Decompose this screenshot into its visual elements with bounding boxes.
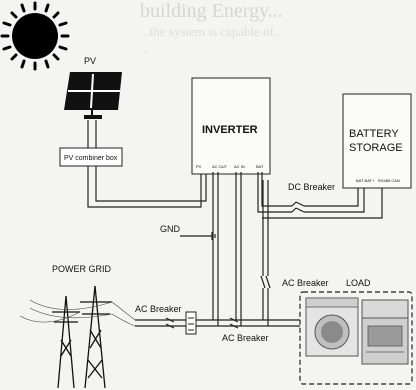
pv-combiner-label: PV combiner box — [64, 155, 118, 162]
pv-label: PV — [84, 56, 96, 66]
grid-meter-box — [185, 311, 197, 335]
ac-breaker-grid-switch — [165, 317, 175, 329]
inverter-port-ac-out: AC OUT — [212, 164, 228, 169]
ac-wiring — [135, 172, 300, 327]
inverter-port-ac-in: AC IN — [234, 164, 245, 169]
pv-combiner-box — [59, 147, 123, 167]
battery-box — [342, 93, 412, 189]
battery-port-comm: RS485 CAN — [378, 178, 400, 183]
inverter-box — [191, 77, 271, 175]
inverter-ports: PV AC OUT AC IN BAT — [196, 164, 264, 169]
background-title: building Energy... — [140, 0, 283, 22]
sun-icon — [0, 1, 70, 71]
ac-breaker-load-switch — [260, 275, 271, 289]
power-tower-icon — [52, 285, 112, 389]
background-line: ...the system is capable of... — [140, 24, 284, 39]
pv-wiring — [87, 120, 207, 208]
load-area — [299, 291, 413, 385]
washing-machine-icon — [305, 297, 359, 357]
solar-panel-icon — [64, 72, 122, 119]
battery-port-bat: BAT BAT+ — [356, 178, 375, 183]
inverter-port-pv: PV — [196, 164, 202, 169]
background-text: building Energy... ...the system is capa… — [140, 0, 416, 250]
gnd-label: GND — [160, 224, 181, 234]
stove-icon — [361, 299, 409, 365]
ac-breaker-grid-label: AC Breaker — [135, 304, 182, 314]
dc-breaker-label: DC Breaker — [288, 182, 335, 192]
inverter-label: INVERTER — [202, 124, 258, 136]
ac-breaker-mid-switch — [229, 317, 239, 329]
battery-label-line2: STORAGE — [349, 142, 403, 154]
ac-breaker-mid-label: AC Breaker — [222, 333, 269, 343]
ac-breaker-load-label: AC Breaker — [282, 278, 329, 288]
battery-ports: BAT BAT+ RS485 CAN — [356, 178, 400, 183]
load-label: LOAD — [346, 278, 371, 288]
grid-meter-terminals — [188, 317, 194, 331]
ground-symbol — [211, 232, 216, 240]
battery-label-line1: BATTERY — [349, 128, 399, 140]
power-lines — [19, 299, 136, 327]
background-line: ... — [140, 40, 150, 56]
dc-wiring — [257, 172, 383, 219]
dc-breaker-switch — [295, 201, 305, 213]
power-grid-label: POWER GRID — [52, 264, 112, 274]
inverter-port-bat: BAT — [256, 164, 264, 169]
